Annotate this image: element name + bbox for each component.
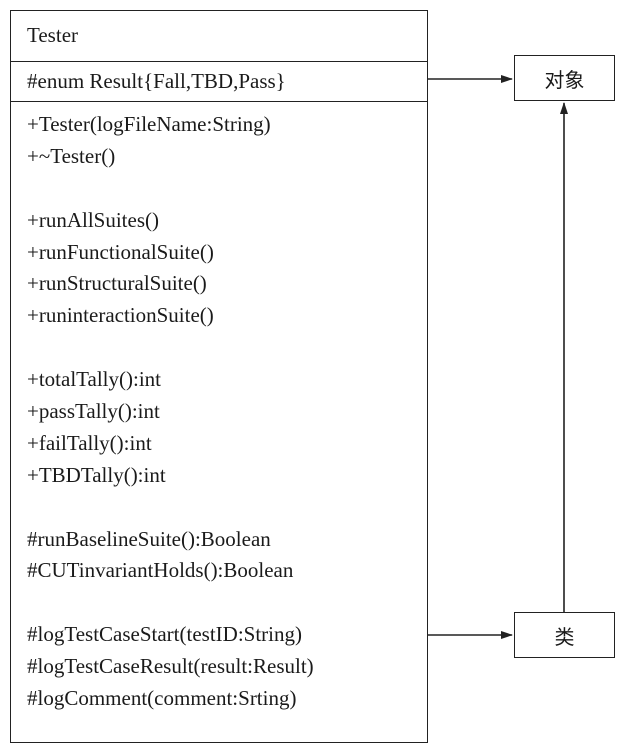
operation-constructor: +Tester(logFileName:String)	[27, 112, 271, 136]
object-label: 对象	[544, 67, 585, 92]
operation-run-interaction-suite: +runinteractionSuite()	[27, 303, 214, 328]
operation-fail-tally: +failTally():int	[27, 430, 152, 455]
operation-total-tally: +totalTally():int	[27, 367, 162, 392]
operation-tbd-tally: +TBDTally():int	[27, 462, 166, 487]
class-name-compartment: Tester	[11, 11, 427, 62]
operation-run-all-suites: +runAllSuites()	[27, 207, 159, 232]
attributes-compartment: #enum Result{Fall,TBD,Pass}	[11, 62, 427, 102]
attribute-result-enum: #enum Result{Fall,TBD,Pass}	[27, 68, 286, 93]
operation-log-test-case-result: #logTestCaseResult(result:Result)	[27, 654, 314, 679]
class-label-box: 类	[514, 612, 615, 658]
operation-log-comment: #logComment(comment:Srting)	[27, 686, 297, 711]
uml-class-box: Tester #enum Result{Fall,TBD,Pass} +Test…	[10, 10, 428, 743]
operations-compartment: +Tester(logFileName:String) +~Tester() +…	[11, 102, 427, 715]
operation-pass-tally: +passTally():int	[27, 399, 160, 424]
object-label-box: 对象	[514, 55, 615, 101]
class-label: 类	[554, 624, 575, 649]
operation-destructor: +~Tester()	[27, 143, 116, 168]
operation-log-test-case-start: #logTestCaseStart(testID:String)	[27, 622, 302, 647]
operation-run-baseline-suite: #runBaselineSuite():Boolean	[27, 526, 271, 551]
class-name: Tester	[27, 23, 79, 48]
operation-run-structural-suite: +runStructuralSuite()	[27, 271, 207, 296]
operation-run-functional-suite: +runFunctionalSuite()	[27, 239, 214, 264]
operation-cut-invariant-holds: #CUTinvariantHolds():Boolean	[27, 558, 294, 583]
